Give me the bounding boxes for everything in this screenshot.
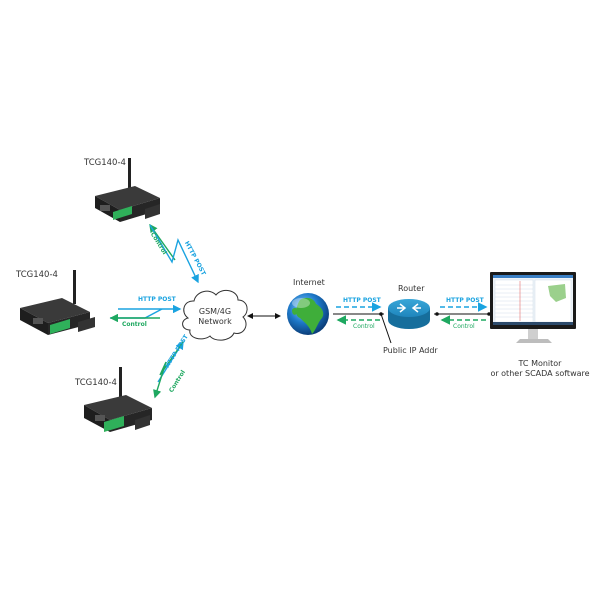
control-arrow — [153, 341, 184, 399]
antenna-icon — [73, 270, 76, 304]
http-post-arrow — [149, 224, 199, 284]
http-post-label: HTTP POST — [138, 296, 176, 303]
monitor-label-line1: TC Monitor — [518, 359, 562, 368]
device-label: TCG140-4 — [84, 158, 126, 168]
http-post-arrow — [110, 308, 163, 319]
antenna-icon — [119, 367, 122, 401]
control-label: Control — [453, 323, 475, 330]
http-post-label: HTTP POST — [446, 297, 484, 304]
network-label-line1: GSM/4G — [198, 307, 232, 316]
http-post-label: HTTP POST — [343, 297, 381, 304]
monitor-label-line2: or other SCADA software — [490, 369, 590, 378]
terminal-block — [104, 416, 124, 432]
link-middle — [109, 304, 182, 323]
router-label: Router — [398, 284, 425, 293]
device-label: TCG140-4 — [16, 270, 58, 280]
antenna-icon — [128, 158, 131, 192]
device-middle — [20, 270, 95, 335]
terminal-block — [50, 319, 70, 334]
device-top — [95, 158, 160, 222]
link-bottom — [153, 340, 184, 399]
network-label-line2: Network — [198, 317, 232, 326]
terminal-block — [113, 206, 132, 220]
link-top — [149, 223, 199, 284]
device-label: TCG140-4 — [75, 378, 117, 388]
cloud-icon — [182, 289, 248, 341]
router-icon — [388, 299, 430, 329]
internet-label: Internet — [293, 278, 325, 287]
public-ip-label: Public IP Addr — [383, 346, 438, 355]
globe-icon — [287, 293, 329, 335]
public-ip-pointer — [380, 313, 392, 344]
control-label: Control — [122, 321, 147, 328]
monitor-icon — [490, 272, 576, 343]
device-bottom — [84, 367, 152, 432]
control-label: Control — [353, 323, 375, 330]
